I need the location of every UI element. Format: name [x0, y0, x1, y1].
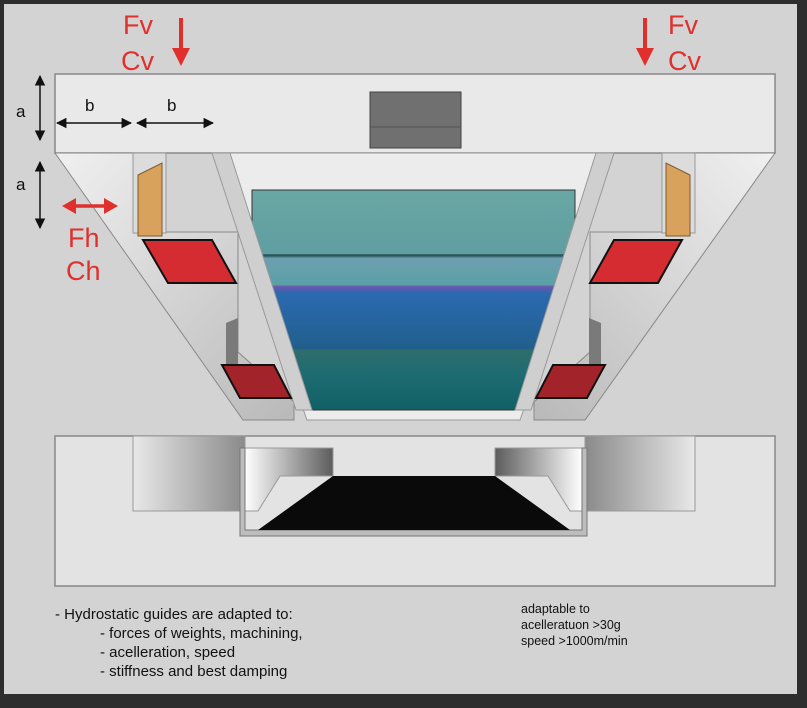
- force-annotations: Fv Cv Fv Cv Fh Ch: [62, 10, 701, 286]
- ch-label: Ch: [66, 256, 101, 286]
- dim-b-right-label: b: [167, 96, 176, 115]
- right-upper-pocket: [588, 239, 684, 284]
- right-horizontal-pad: [665, 162, 691, 237]
- guides-note-item: - forces of weights, machining,: [100, 625, 303, 642]
- horizontal-force-arrow: [62, 198, 118, 214]
- performance-note-line: adaptable to: [521, 602, 590, 616]
- guides-notes: - Hydrostatic guides are adapted to: - f…: [55, 605, 303, 681]
- cv-right-label: Cv: [668, 46, 701, 76]
- fh-label: Fh: [68, 223, 100, 253]
- left-lower-pocket: [220, 364, 293, 399]
- machine-bed: [54, 435, 776, 587]
- bed-table-surface: [258, 476, 570, 530]
- guides-note-item: - acelleration, speed: [100, 644, 236, 661]
- fv-left-label: Fv: [123, 10, 153, 40]
- left-horizontal-pad: [137, 162, 163, 237]
- performance-note-line: speed >1000m/min: [521, 634, 628, 648]
- cv-left-label: Cv: [121, 46, 154, 76]
- fv-right-label: Fv: [668, 10, 698, 40]
- carriage-center-block: [369, 91, 462, 149]
- vertical-force-arrow-left: [172, 18, 190, 66]
- performance-notes: adaptable to acelleratuon >30g speed >10…: [521, 601, 628, 649]
- left-upper-pocket: [141, 239, 238, 284]
- performance-note-line: acelleratuon >30g: [521, 618, 621, 632]
- dim-a-bottom-label: a: [16, 175, 26, 194]
- carriage: [54, 73, 776, 421]
- right-lower-pocket: [534, 364, 607, 399]
- guides-note-item: - stiffness and best damping: [100, 663, 288, 680]
- vertical-force-arrow-right: [636, 18, 654, 66]
- guides-notes-heading: - Hydrostatic guides are adapted to:: [55, 606, 293, 623]
- dim-b-left-label: b: [85, 96, 94, 115]
- dim-a-top-label: a: [16, 102, 26, 121]
- dimension-markers: a a b b: [16, 74, 215, 230]
